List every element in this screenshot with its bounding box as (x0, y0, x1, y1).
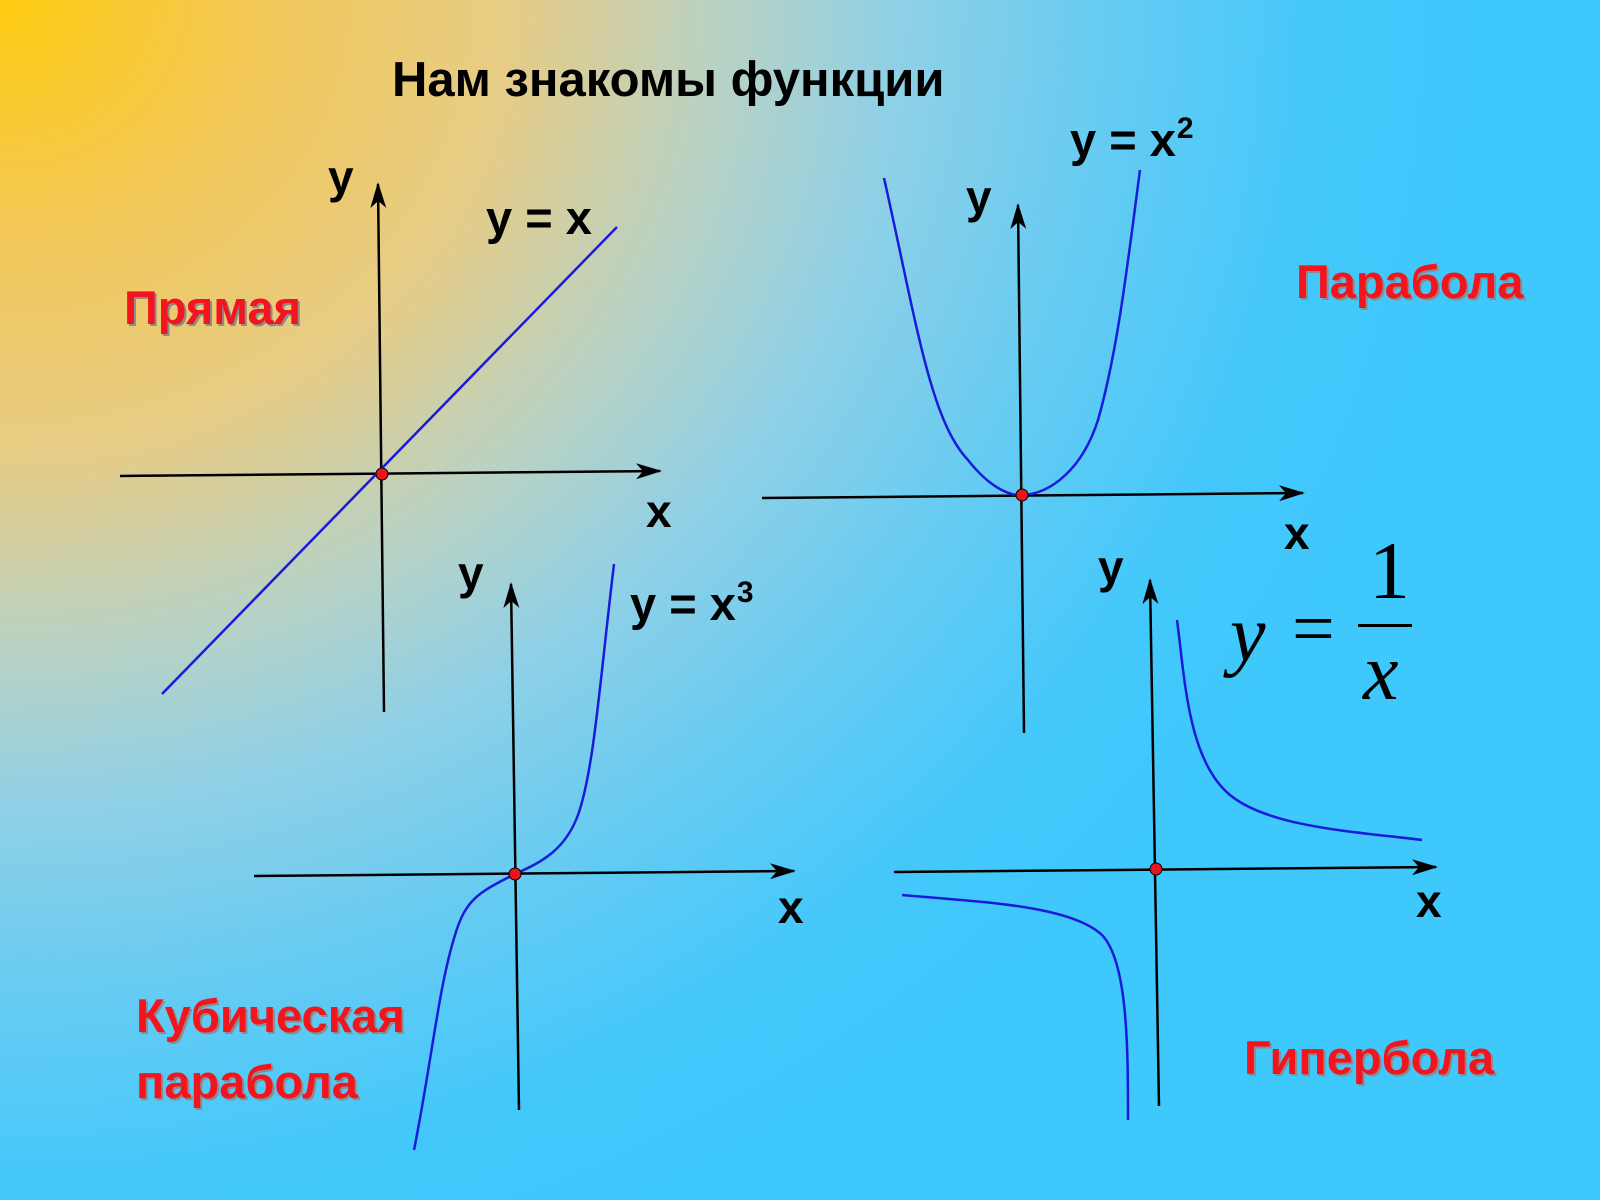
hyperbola-origin-dot (1149, 862, 1163, 876)
cubic-y-axis (503, 582, 521, 1111)
hyperbola-x-axis (893, 859, 1438, 876)
linear-x-label: x (646, 485, 672, 537)
parabola-x-axis (761, 485, 1305, 502)
linear-x-axis (119, 463, 662, 480)
cubic-origin-dot (508, 867, 522, 881)
hyperbola-branch-right (1175, 619, 1423, 842)
cubic-equation: y = x3 (630, 576, 754, 631)
linear-y-axis (370, 182, 387, 713)
hyperbola-fraction-bar (1358, 624, 1412, 627)
hyperbola-equation: y = 1 x (1230, 525, 1420, 730)
linear-name: Прямая (124, 281, 302, 334)
parabola-y-label: y (966, 171, 992, 223)
cubic-x-axis (253, 863, 796, 880)
hyperbola-y-axis (1142, 578, 1161, 1107)
parabola-equation-exponent: 2 (1176, 112, 1194, 145)
parabola-origin-dot (1015, 488, 1029, 502)
hyperbola-equation-y: y (1230, 591, 1266, 679)
hyperbola-x-label: x (1416, 875, 1442, 927)
cubic-name-line1: Кубическая (136, 989, 405, 1042)
hyperbola-equation-numerator: 1 (1369, 525, 1410, 616)
hyperbola-equation-denominator: x (1363, 629, 1399, 717)
cubic-name-line2: парабола (136, 1055, 358, 1108)
hyperbola-equation-equals: = (1292, 587, 1335, 671)
parabola-curve (882, 169, 1142, 497)
cubic-equation-exponent: 3 (736, 576, 754, 609)
slide-title: Нам знакомы функции (392, 53, 945, 107)
linear-curve (161, 226, 618, 695)
linear-y-label: y (328, 151, 354, 203)
cubic-equation-base: y = x (630, 577, 736, 630)
linear-equation: y = x (486, 191, 592, 244)
cubic-x-label: x (778, 881, 804, 933)
hyperbola-name: Гипербола (1244, 1031, 1495, 1084)
hyperbola-y-label: y (1098, 541, 1124, 593)
cubic-y-label: y (458, 547, 484, 599)
parabola-name: Парабола (1296, 255, 1524, 308)
parabola-x-label: x (1284, 507, 1310, 559)
parabola-equation: y = x2 (1070, 112, 1194, 167)
linear-origin-dot (375, 467, 389, 481)
cubic-graph (253, 563, 796, 1151)
parabola-graph (761, 169, 1305, 734)
hyperbola-branch-left (901, 893, 1130, 1121)
hyperbola-graph (893, 578, 1438, 1121)
parabola-equation-base: y = x (1070, 113, 1176, 166)
parabola-y-axis (1010, 203, 1027, 734)
linear-graph (119, 182, 662, 713)
